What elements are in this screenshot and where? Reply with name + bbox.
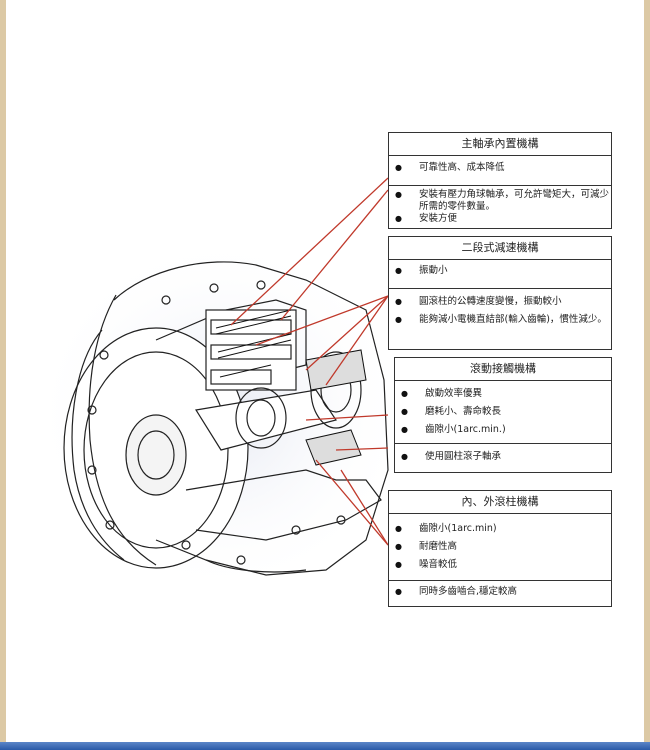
- main-bearing-row-1: 可靠性高、成本降低: [389, 156, 611, 186]
- pin-mechanism-row-1: 齒隙小(1arc.min) 耐磨性高 噪音較低: [389, 514, 611, 581]
- pin-mechanism-row-2: 同時多齒嚙合,穩定較高: [389, 581, 611, 599]
- rolling-contact-row-2: 使用圓柱滾子軸承: [395, 444, 611, 464]
- main-bearing-point: 安裝有壓力角球軸承，可允許彎矩大，可減少所需的零件數量。: [389, 189, 611, 213]
- two-stage-title: 二段式減速機構: [389, 237, 611, 260]
- two-stage-point: 振動小: [389, 264, 611, 278]
- document-page: 主軸承內置機構 可靠性高、成本降低 安裝有壓力角球軸承，可允許彎矩大，可減少所需…: [6, 0, 644, 742]
- rolling-contact-point: 齒隙小(1arc.min.): [395, 421, 611, 439]
- reducer-cutaway-drawing: [31, 177, 411, 595]
- two-stage-point: 能夠減小電機直結部(輸入齒輪)，慣性減少。: [389, 311, 611, 329]
- pin-mechanism-panel: 內、外滾柱機構 齒隙小(1arc.min) 耐磨性高 噪音較低 同時多齒嚙合,穩…: [388, 490, 612, 607]
- rolling-contact-row-1: 啟動效率優異 磨耗小、壽命較長 齒隙小(1arc.min.): [395, 381, 611, 444]
- main-bearing-panel: 主軸承內置機構 可靠性高、成本降低 安裝有壓力角球軸承，可允許彎矩大，可減少所需…: [388, 132, 612, 229]
- two-stage-row-2: 圓滾柱的公轉速度變慢，振動較小 能夠減小電機直結部(輸入齒輪)，慣性減少。: [389, 289, 611, 329]
- two-stage-row-1: 振動小: [389, 260, 611, 289]
- rolling-contact-point: 啟動效率優異: [395, 385, 611, 403]
- main-bearing-point: 可靠性高、成本降低: [389, 161, 611, 175]
- pin-mechanism-point: 噪音較低: [389, 556, 611, 574]
- pin-mechanism-point: 耐磨性高: [389, 538, 611, 556]
- pin-mechanism-point: 齒隙小(1arc.min): [389, 520, 611, 538]
- rolling-contact-point: 使用圓柱滾子軸承: [395, 450, 611, 464]
- two-stage-panel: 二段式減速機構 振動小 圓滾柱的公轉速度變慢，振動較小 能夠減小電機直結部(輸入…: [388, 236, 612, 350]
- two-stage-point: 圓滾柱的公轉速度變慢，振動較小: [389, 293, 611, 311]
- rolling-contact-panel: 滾動接觸機構 啟動效率優異 磨耗小、壽命較長 齒隙小(1arc.min.) 使用…: [394, 357, 612, 473]
- main-bearing-point: 安裝方便: [389, 213, 611, 225]
- rolling-contact-point: 磨耗小、壽命較長: [395, 403, 611, 421]
- main-bearing-title: 主軸承內置機構: [389, 133, 611, 156]
- taskbar-strip: [0, 742, 650, 750]
- rolling-contact-title: 滾動接觸機構: [395, 358, 611, 381]
- pin-mechanism-title: 內、外滾柱機構: [389, 491, 611, 514]
- main-bearing-row-2: 安裝有壓力角球軸承，可允許彎矩大，可減少所需的零件數量。 安裝方便: [389, 186, 611, 225]
- pin-mechanism-point: 同時多齒嚙合,穩定較高: [389, 585, 611, 599]
